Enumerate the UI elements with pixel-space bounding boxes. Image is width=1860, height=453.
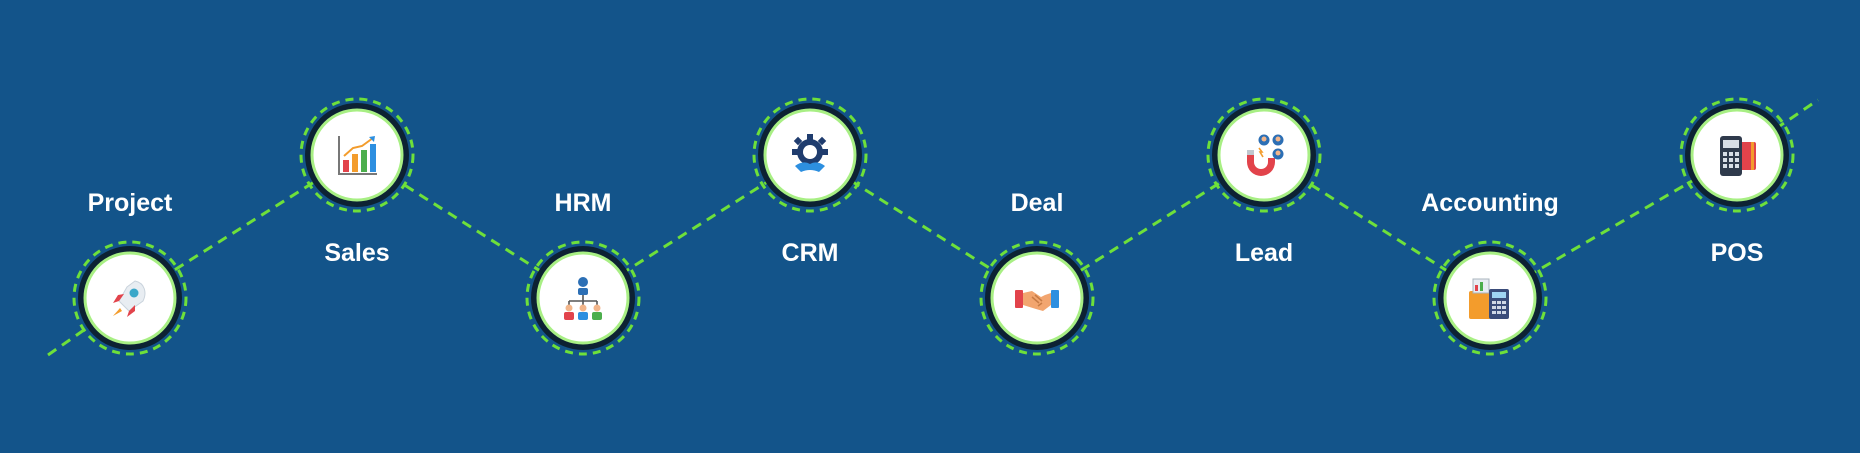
magnet-people-icon <box>1247 134 1284 176</box>
step-node-hrm <box>524 239 642 357</box>
step-node-project <box>71 239 189 357</box>
step-label-deal: Deal <box>1010 189 1064 217</box>
step-node-lead <box>1205 96 1323 214</box>
step-label-sales: Sales <box>324 239 390 267</box>
step-label-pos: POS <box>1710 239 1764 267</box>
rocket-icon <box>113 280 146 317</box>
step-label-lead: Lead <box>1234 239 1294 267</box>
step-label-project: Project <box>87 189 173 217</box>
step-node-sales <box>298 96 416 214</box>
step-node-accounting <box>1431 239 1549 357</box>
card-terminal-icon <box>1720 136 1756 176</box>
calculator-folder-icon <box>1469 278 1509 319</box>
growth-chart-icon <box>338 136 377 175</box>
step-node-deal <box>978 239 1096 357</box>
step-node-pos <box>1678 96 1796 214</box>
gear-handshake-icon <box>792 134 828 172</box>
handshake-icon <box>1015 290 1059 311</box>
step-label-crm: CRM <box>781 239 839 267</box>
org-chart-icon <box>564 277 602 320</box>
step-label-accounting: Accounting <box>1421 189 1559 217</box>
step-label-hrm: HRM <box>554 189 612 217</box>
step-node-crm <box>751 96 869 214</box>
